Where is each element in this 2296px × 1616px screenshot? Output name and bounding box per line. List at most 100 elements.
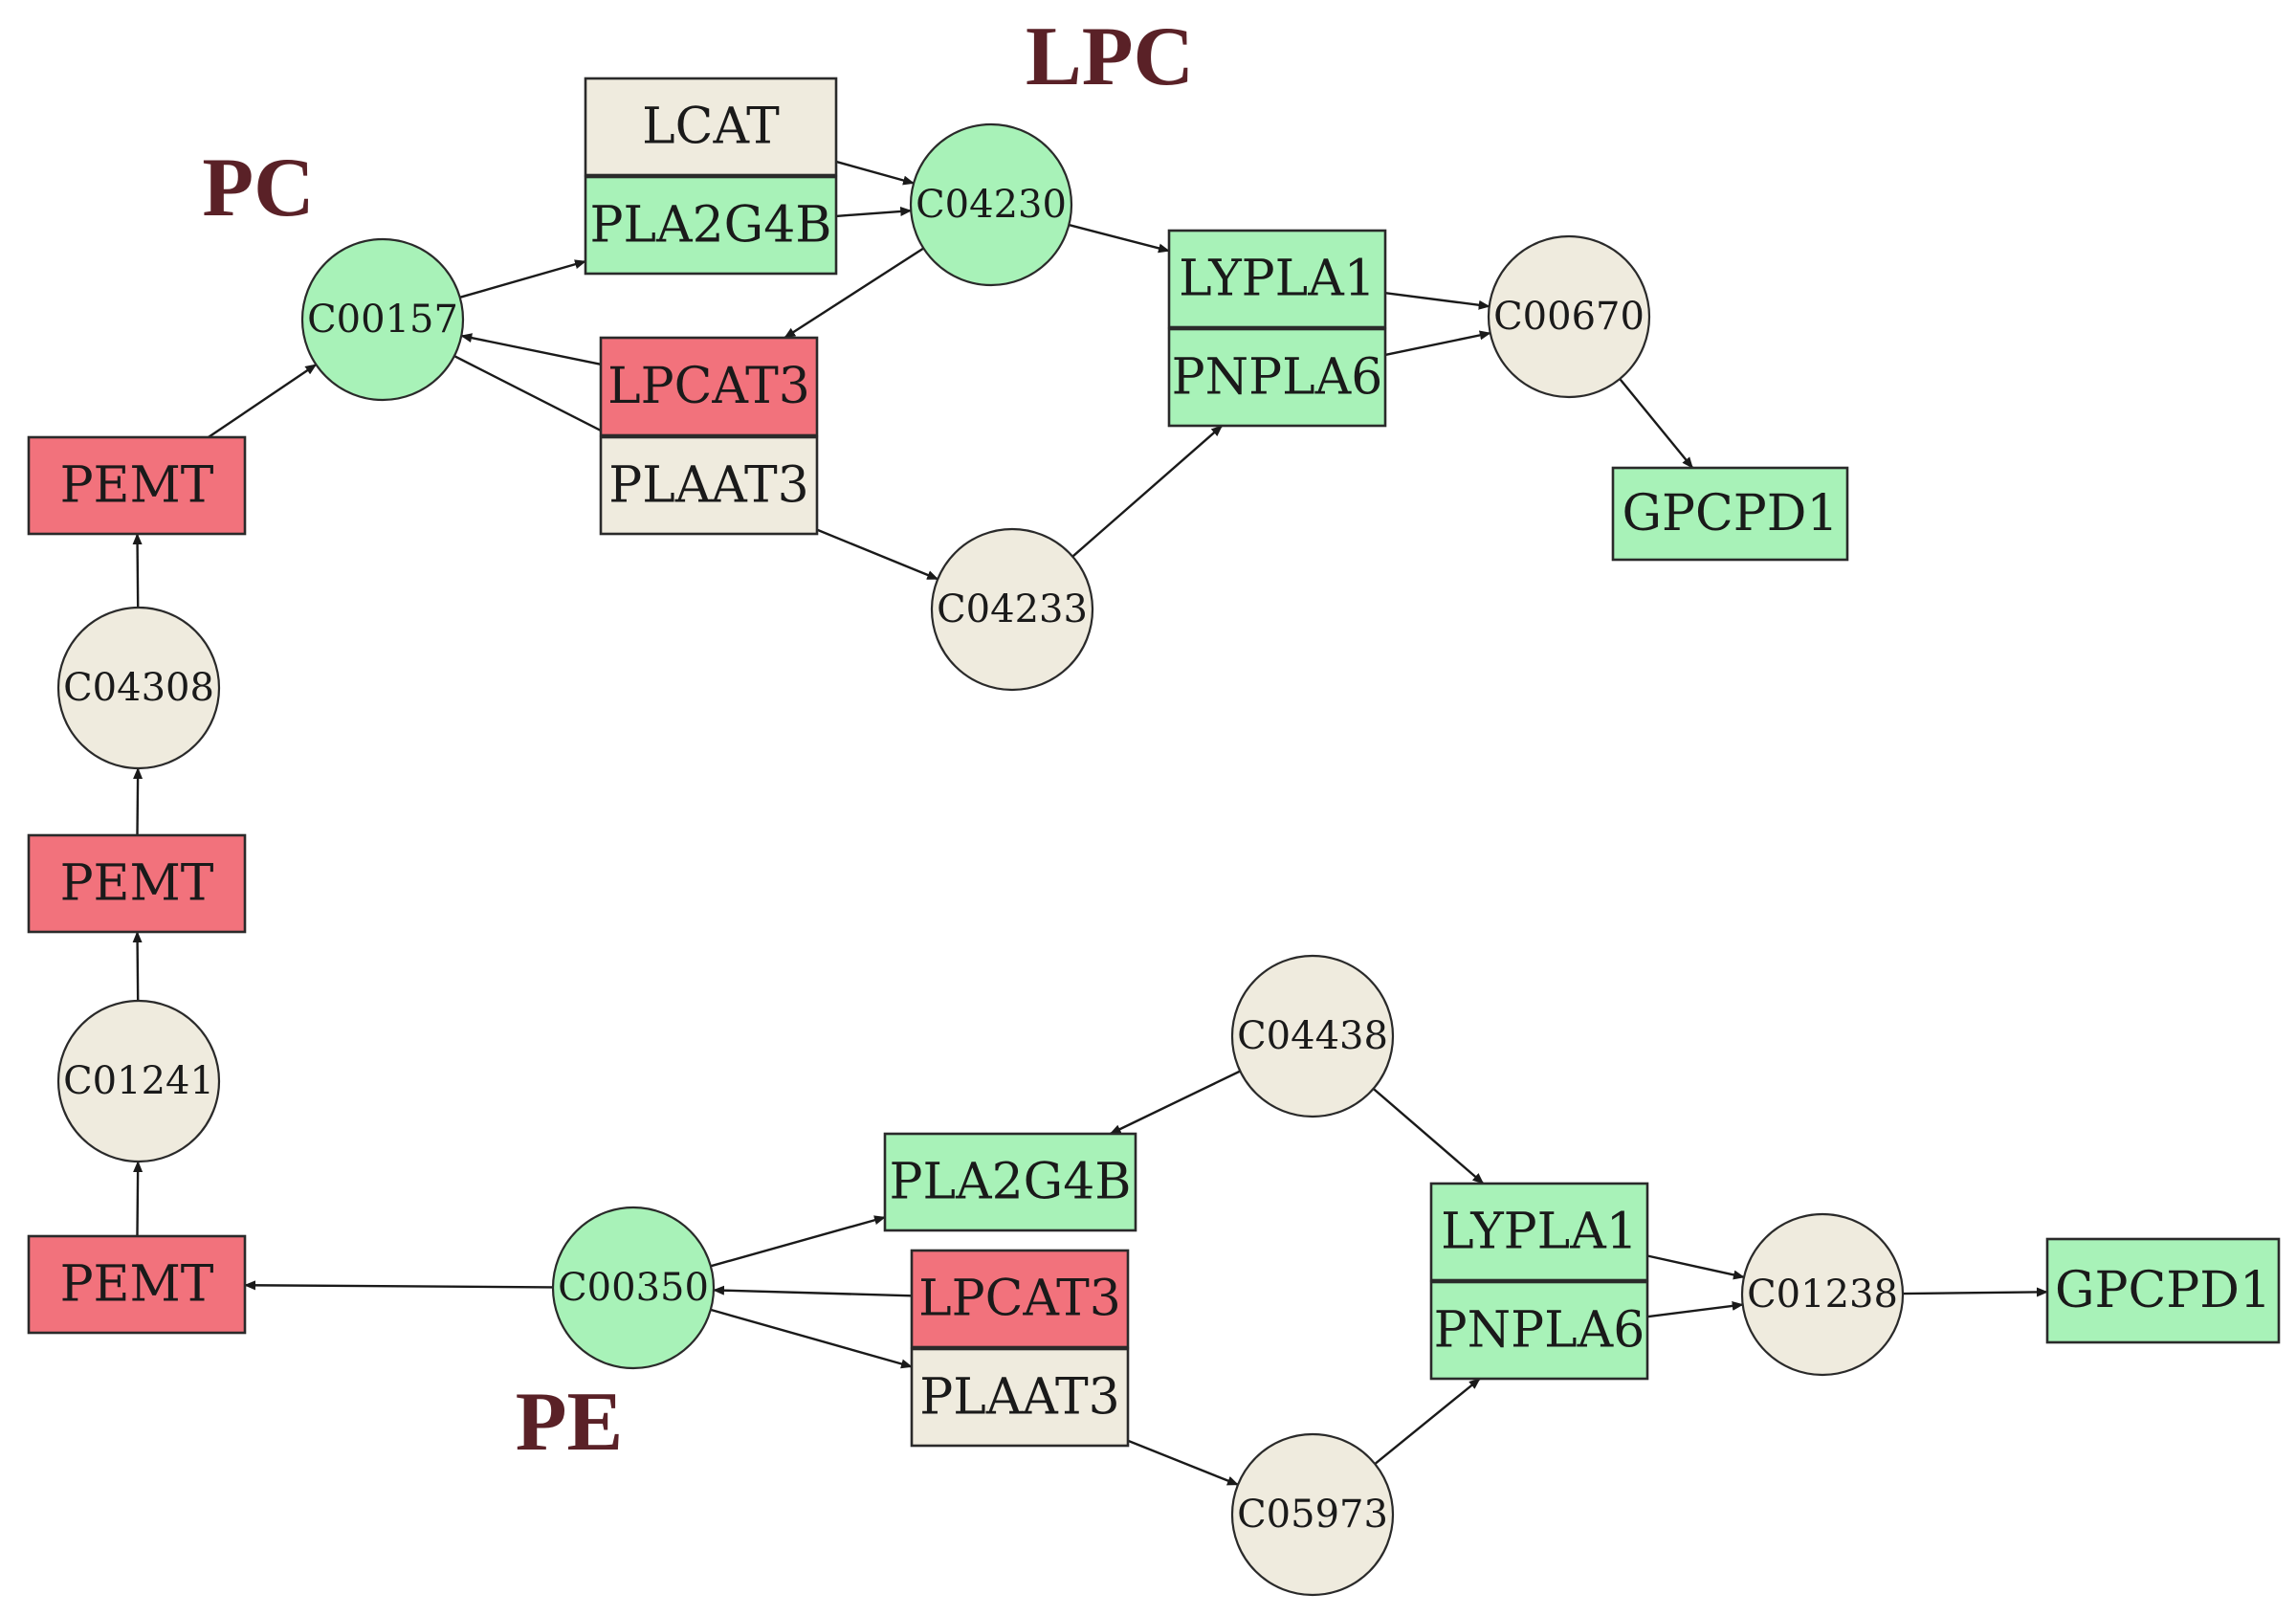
edge-pla2g4b-top-to-c04230 <box>835 206 913 218</box>
enzyme-box <box>27 1234 247 1335</box>
enzyme-node-lpcat3-top: LPCAT3 <box>599 336 819 437</box>
enzyme-box <box>910 1249 1130 1349</box>
compound-label: C01238 <box>1747 1273 1898 1317</box>
compound-label: C04438 <box>1237 1014 1388 1058</box>
enzyme-node-lypla1-bot: LYPLA1 <box>1429 1182 1649 1282</box>
edge-c04308-to-pemt-1 <box>132 533 143 609</box>
compound-label: C00350 <box>558 1266 709 1310</box>
compound-circle <box>930 527 1094 692</box>
enzyme-box <box>27 435 247 536</box>
enzyme-label: LYPLA1 <box>1441 1204 1638 1261</box>
edge-c01241-to-pemt-2 <box>132 931 143 1002</box>
enzyme-label: PEMT <box>60 457 214 515</box>
enzyme-box <box>599 336 819 437</box>
compound-node-c04233: C04233 <box>930 527 1094 692</box>
enzyme-node-lypla1-top: LYPLA1 <box>1167 229 1387 329</box>
enzyme-label: GPCPD1 <box>2055 1262 2271 1319</box>
enzyme-label: LCAT <box>642 99 780 156</box>
edge-c01238-to-gpcpd1-bot <box>1902 1287 2048 1297</box>
enzyme-box <box>584 77 838 177</box>
group-label-pc: PC <box>202 142 314 234</box>
compound-circle <box>909 122 1073 287</box>
edge-lypla1-top-to-c00670 <box>1384 291 1490 310</box>
edge-c04438-to-pla2g4b-bot <box>1109 1070 1241 1136</box>
edges <box>132 160 2048 1486</box>
compound-circle <box>56 999 221 1163</box>
enzyme-node-pnpla6-bot: PNPLA6 <box>1429 1280 1649 1381</box>
edge-c05973-to-pnpla6-bot <box>1374 1378 1481 1465</box>
enzyme-node-pemt-3: PEMT <box>27 1234 247 1335</box>
edge-c00350-to-plaat3-bot <box>710 1308 913 1369</box>
enzyme-label: PNPLA6 <box>1172 349 1383 407</box>
edge-pnpla6-top-to-c00670 <box>1384 330 1491 357</box>
enzyme-label: PLA2G4B <box>890 1154 1132 1211</box>
edge-plaat3-top-to-c04233 <box>816 528 939 581</box>
compound-label: C00670 <box>1493 295 1645 339</box>
enzyme-label: PEMT <box>60 855 214 913</box>
enzyme-node-lpcat3-bot: LPCAT3 <box>910 1249 1130 1349</box>
compound-circle <box>1230 954 1395 1118</box>
edge-pemt-2-to-c04308 <box>133 766 144 836</box>
compound-label: C04308 <box>63 666 214 710</box>
compound-node-c04308: C04308 <box>56 606 221 770</box>
edge-c00350-to-pla2g4b-bot <box>710 1215 886 1268</box>
enzyme-node-pnpla6-top: PNPLA6 <box>1167 327 1387 428</box>
edge-c00350-to-pemt-3 <box>244 1280 554 1291</box>
compound-circle <box>56 606 221 770</box>
compound-node-c04438: C04438 <box>1230 954 1395 1118</box>
edge-c04438-to-lypla1-bot <box>1372 1087 1485 1184</box>
enzyme-node-gpcpd1-bot: GPCPD1 <box>2045 1237 2281 1344</box>
enzyme-box <box>599 435 819 536</box>
nodes: C00157C04230C00670C04233C04308C01241C003… <box>27 77 2281 1597</box>
edge-c00157-to-plaat3-top <box>453 355 615 439</box>
edge-lpcat3-bot-to-c00350 <box>712 1285 913 1297</box>
compound-node-c00350: C00350 <box>551 1206 716 1370</box>
edge-pemt-1-to-c00157 <box>208 364 318 438</box>
enzyme-box <box>584 175 838 276</box>
enzyme-label: PNPLA6 <box>1434 1302 1645 1360</box>
enzyme-node-pemt-2: PEMT <box>27 833 247 934</box>
compound-circle <box>1740 1212 1905 1377</box>
enzyme-node-plaat3-bot: PLAAT3 <box>910 1347 1130 1448</box>
enzyme-node-pla2g4b-top: PLA2G4B <box>584 175 838 276</box>
compound-node-c00670: C00670 <box>1487 234 1651 399</box>
enzyme-box <box>883 1132 1137 1232</box>
enzyme-box <box>1429 1280 1649 1381</box>
compound-label: C04230 <box>916 183 1067 227</box>
edge-pnpla6-bot-to-c01238 <box>1646 1300 1744 1318</box>
edge-lpcat3-top-to-c00157 <box>460 333 602 365</box>
group-label-pe: PE <box>516 1376 623 1469</box>
group-label-lpc: LPC <box>1026 11 1194 103</box>
compound-circle <box>551 1206 716 1370</box>
edge-c04230-to-lpcat3-top <box>784 247 925 340</box>
enzyme-box <box>1429 1182 1649 1282</box>
compound-node-c04230: C04230 <box>909 122 1073 287</box>
edge-c00670-to-gpcpd1-top <box>1619 378 1694 469</box>
enzyme-label: LPCAT3 <box>607 358 810 415</box>
edge-lcat-to-c04230 <box>835 160 916 186</box>
group-labels: LPC PC PE <box>202 11 1194 1469</box>
enzyme-box <box>1167 327 1387 428</box>
enzyme-node-pla2g4b-bot: PLA2G4B <box>883 1132 1137 1232</box>
edge-plaat3-bot-to-c05973 <box>1127 1439 1239 1486</box>
enzyme-label: LPCAT3 <box>918 1271 1121 1328</box>
enzyme-label: PEMT <box>60 1256 214 1314</box>
enzyme-box <box>910 1347 1130 1448</box>
enzyme-label: LYPLA1 <box>1179 251 1376 308</box>
enzyme-node-gpcpd1-top: GPCPD1 <box>1611 466 1849 562</box>
compound-label: C05973 <box>1237 1493 1388 1537</box>
enzyme-node-lcat: LCAT <box>584 77 838 177</box>
edge-c04230-to-lypla1-top <box>1069 223 1170 254</box>
edge-c04233-to-pnpla6-top <box>1071 425 1224 558</box>
enzyme-box <box>1611 466 1849 562</box>
compound-label: C04233 <box>937 587 1088 631</box>
enzyme-node-plaat3-top: PLAAT3 <box>599 435 819 536</box>
enzyme-label: PLAAT3 <box>919 1369 1120 1427</box>
compound-node-c01241: C01241 <box>56 999 221 1163</box>
enzyme-label: PLAAT3 <box>608 457 809 515</box>
edge-lypla1-bot-to-c01238 <box>1646 1254 1745 1280</box>
compound-circle <box>300 237 465 402</box>
enzyme-label: GPCPD1 <box>1622 485 1838 542</box>
enzyme-box <box>1167 229 1387 329</box>
enzyme-box <box>2045 1237 2281 1344</box>
